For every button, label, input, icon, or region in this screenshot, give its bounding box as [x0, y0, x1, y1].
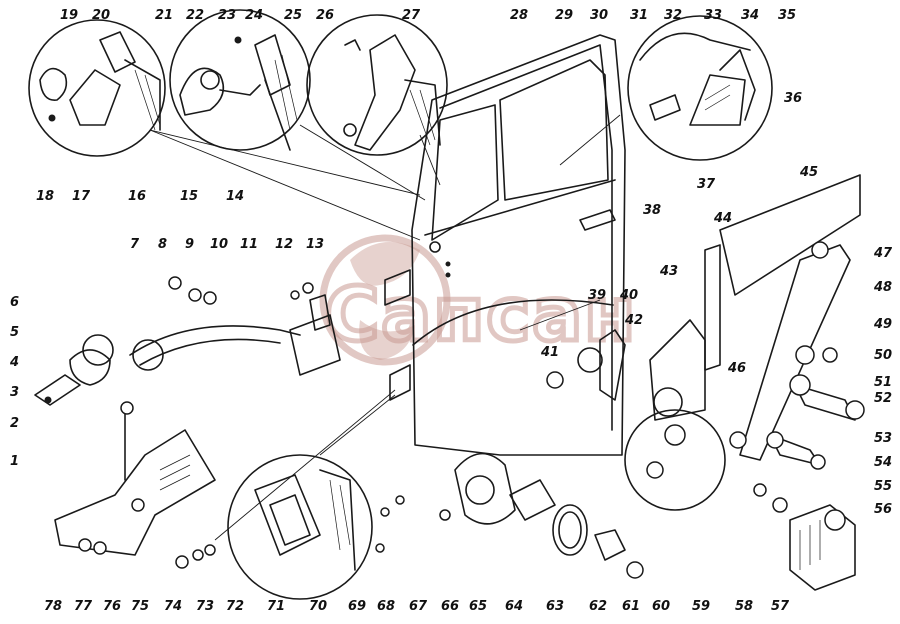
callout-37: 37 [697, 177, 716, 192]
callout-49: 49 [874, 317, 893, 332]
callout-54: 54 [874, 455, 893, 470]
callout-75: 75 [131, 599, 150, 614]
callout-35: 35 [778, 8, 797, 23]
callout-73: 73 [196, 599, 215, 614]
callout-25: 25 [284, 8, 303, 23]
watermark-logo: Сапсан [319, 234, 638, 366]
callout-13: 13 [306, 237, 325, 252]
callout-4: 4 [10, 355, 20, 370]
callout-28: 28 [510, 8, 529, 23]
callout-2: 2 [10, 416, 20, 431]
callout-38: 38 [643, 203, 662, 218]
door-panel [411, 34, 626, 456]
callout-20: 20 [92, 8, 111, 23]
callout-1: 1 [10, 454, 20, 469]
callout-31: 31 [630, 8, 649, 23]
callout-76: 76 [103, 599, 122, 614]
callout-46: 46 [728, 361, 747, 376]
regulator-base-plate [649, 319, 706, 421]
callout-68: 68 [377, 599, 396, 614]
callout-40: 40 [620, 288, 639, 303]
callout-64: 64 [505, 599, 524, 614]
callout-27: 27 [402, 8, 421, 23]
callout-57: 57 [771, 599, 790, 614]
callout-21: 21 [155, 8, 174, 23]
inset-leader-lines [149, 114, 621, 241]
guide-rail [704, 244, 721, 371]
callout-18: 18 [36, 189, 55, 204]
callout-11: 11 [240, 237, 259, 252]
callout-59: 59 [692, 599, 711, 614]
callout-52: 52 [874, 391, 893, 406]
callout-30: 30 [590, 8, 609, 23]
callout-9: 9 [185, 237, 195, 252]
callout-44: 44 [714, 211, 733, 226]
callout-8: 8 [158, 237, 168, 252]
callout-14: 14 [226, 189, 245, 204]
callout-47: 47 [874, 246, 893, 261]
callout-77: 77 [74, 599, 93, 614]
callout-45: 45 [800, 165, 819, 180]
callout-29: 29 [555, 8, 574, 23]
callout-32: 32 [664, 8, 683, 23]
callout-60: 60 [652, 599, 671, 614]
callout-63: 63 [546, 599, 565, 614]
callout-17: 17 [72, 189, 91, 204]
callout-6: 6 [10, 295, 20, 310]
callout-48: 48 [874, 280, 893, 295]
watermark-text: Сапсан [325, 272, 637, 358]
callout-61: 61 [622, 599, 641, 614]
callout-41: 41 [541, 345, 560, 360]
callout-26: 26 [316, 8, 335, 23]
callout-43: 43 [660, 264, 679, 279]
callout-74: 74 [164, 599, 183, 614]
callout-71: 71 [267, 599, 286, 614]
inset-lock-detail-2 [169, 9, 311, 151]
callout-19: 19 [60, 8, 79, 23]
callout-65: 65 [469, 599, 488, 614]
callout-62: 62 [589, 599, 608, 614]
door-window-glass [499, 59, 609, 201]
callout-58: 58 [735, 599, 754, 614]
callout-69: 69 [348, 599, 367, 614]
inset-inside-handle [175, 389, 405, 600]
callout-53: 53 [874, 431, 893, 446]
callout-36: 36 [784, 91, 803, 106]
door-vent-window [431, 104, 499, 241]
callout-66: 66 [441, 599, 460, 614]
callout-51: 51 [874, 375, 893, 390]
callout-34: 34 [741, 8, 760, 23]
callout-67: 67 [409, 599, 428, 614]
inset-lock-detail-1 [28, 19, 166, 157]
callout-15: 15 [180, 189, 199, 204]
inset-lock-detail-4 [627, 15, 773, 161]
callout-16: 16 [128, 189, 147, 204]
hinge-assembly [34, 269, 411, 556]
callout-50: 50 [874, 348, 893, 363]
callout-5: 5 [10, 325, 20, 340]
callout-56: 56 [874, 502, 893, 517]
door-handle [579, 209, 616, 231]
callout-72: 72 [226, 599, 245, 614]
callout-12: 12 [275, 237, 294, 252]
window-channel [719, 174, 861, 296]
callout-7: 7 [130, 237, 140, 252]
door-stop-parts [753, 345, 865, 591]
crank-handle-parts [439, 452, 644, 579]
callout-22: 22 [186, 8, 205, 23]
callout-70: 70 [309, 599, 328, 614]
callout-23: 23 [218, 8, 237, 23]
callout-55: 55 [874, 479, 893, 494]
callout-24: 24 [245, 8, 264, 23]
callout-39: 39 [588, 288, 607, 303]
callout-42: 42 [625, 313, 644, 328]
callout-3: 3 [10, 385, 20, 400]
callout-78: 78 [44, 599, 63, 614]
callout-10: 10 [210, 237, 229, 252]
inset-lock-detail-3 [306, 14, 448, 156]
window-regulator [546, 174, 861, 511]
callout-33: 33 [704, 8, 723, 23]
